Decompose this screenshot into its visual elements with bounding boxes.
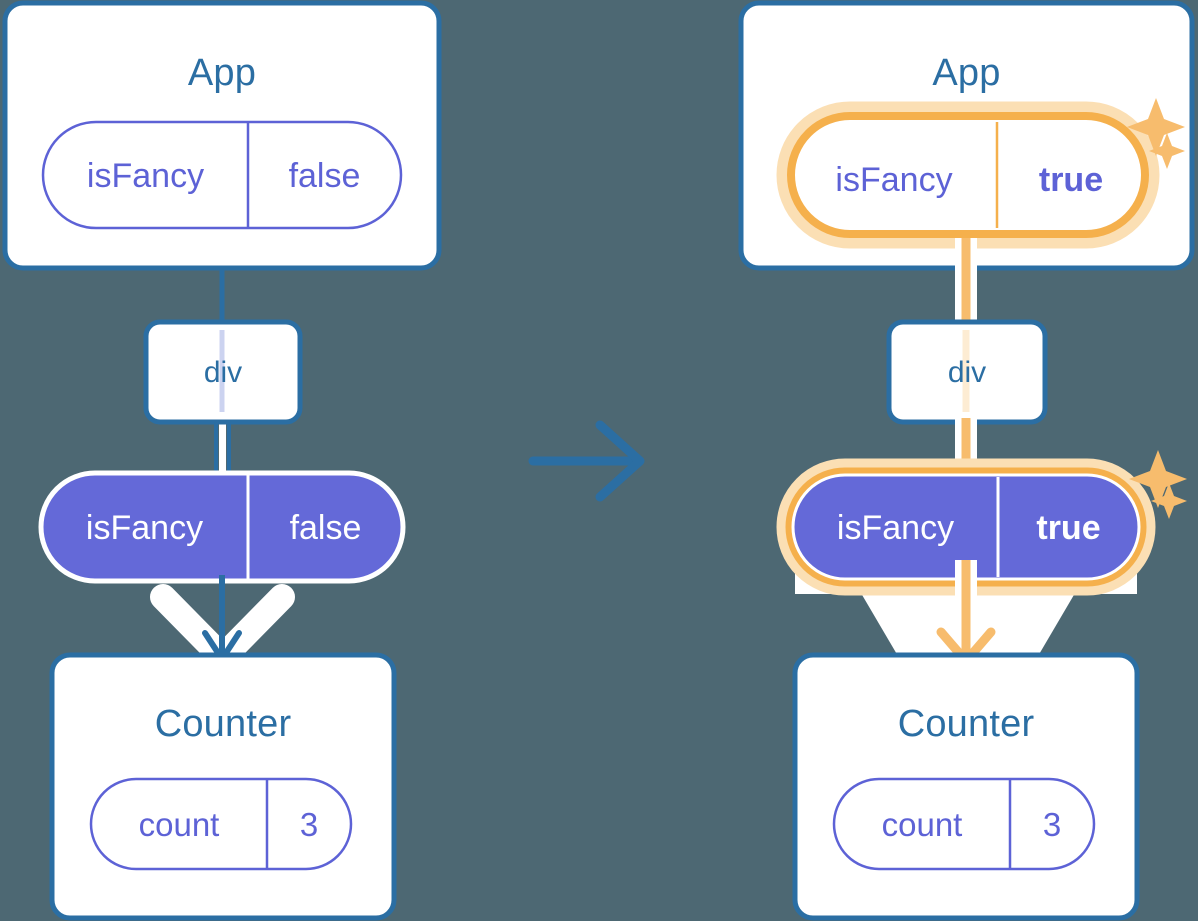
sparkle-large-bottom-icon xyxy=(1129,450,1187,508)
right-app-state-pill xyxy=(776,101,1160,249)
left-prop-pill xyxy=(38,470,406,584)
transition-arrow-icon xyxy=(528,420,645,502)
left-div-node xyxy=(143,319,303,425)
right-div-node xyxy=(886,319,1048,425)
left-connector-div-to-pill xyxy=(214,420,231,492)
left-app-state-pill xyxy=(41,120,403,230)
sparkle-large-top-icon xyxy=(1127,98,1185,156)
sparkle-small-bottom-icon xyxy=(1151,483,1187,519)
sparkle-small-top-icon xyxy=(1149,133,1185,169)
left-counter-state-pill xyxy=(89,777,353,871)
right-counter-state-pill xyxy=(832,777,1096,871)
